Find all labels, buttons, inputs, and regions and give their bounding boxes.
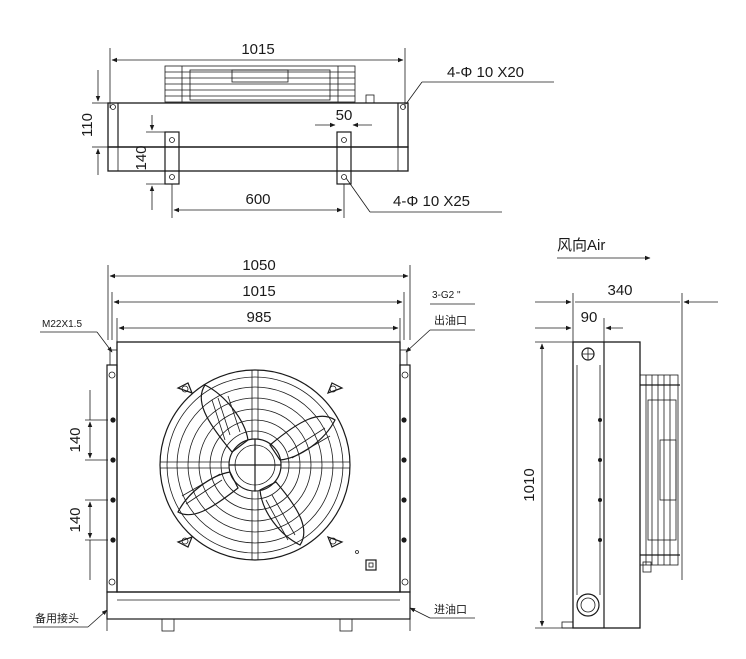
port-thread-label: M22X1.5 [42, 319, 82, 330]
front-view: 1050 1015 985 [33, 257, 475, 632]
dim-110: 110 [79, 113, 96, 137]
junction-box [365, 559, 377, 571]
side-view: 风向Air 340 90 1010 [521, 237, 718, 629]
bracket-right [336, 131, 352, 185]
fan-blades [177, 384, 336, 546]
spare-joint-label: 备用接头 [35, 611, 79, 625]
airflow-label: 风向Air [557, 237, 605, 254]
dim-140-top: 140 [133, 145, 150, 170]
dim-140-pitch-b: 140 [67, 507, 84, 532]
oil-outlet-label: 出油口 [434, 313, 467, 327]
top-view: 1015 [79, 41, 554, 218]
top-fan-guard [164, 65, 356, 103]
side-fan-guard [639, 374, 680, 573]
dim-340: 340 [607, 282, 632, 299]
dim-1050: 1050 [242, 257, 275, 274]
hole-note-top: 4-Φ 10 X20 [447, 64, 524, 81]
bracket-left [164, 131, 180, 185]
left-header-tank [106, 364, 118, 593]
oil-inlet-label: 进油口 [434, 602, 467, 616]
base-frame [106, 591, 411, 620]
port-note-label: 3-G2 " [432, 290, 461, 301]
dim-600: 600 [245, 191, 270, 208]
dim-50: 50 [336, 107, 353, 124]
side-bolts [110, 417, 407, 543]
dim-1010: 1010 [521, 468, 538, 501]
side-body [572, 341, 641, 629]
fan-guard [159, 369, 351, 561]
dim-90: 90 [581, 309, 598, 326]
dim-140-pitch-a: 140 [67, 427, 84, 452]
dim-985: 985 [246, 309, 271, 326]
dim-1015-front: 1015 [242, 283, 275, 300]
hole-note-bottom: 4-Φ 10 X25 [393, 193, 470, 210]
dim-1015-top: 1015 [241, 41, 274, 58]
right-header-tank [399, 364, 411, 593]
fan-mount-tabs [176, 382, 344, 548]
